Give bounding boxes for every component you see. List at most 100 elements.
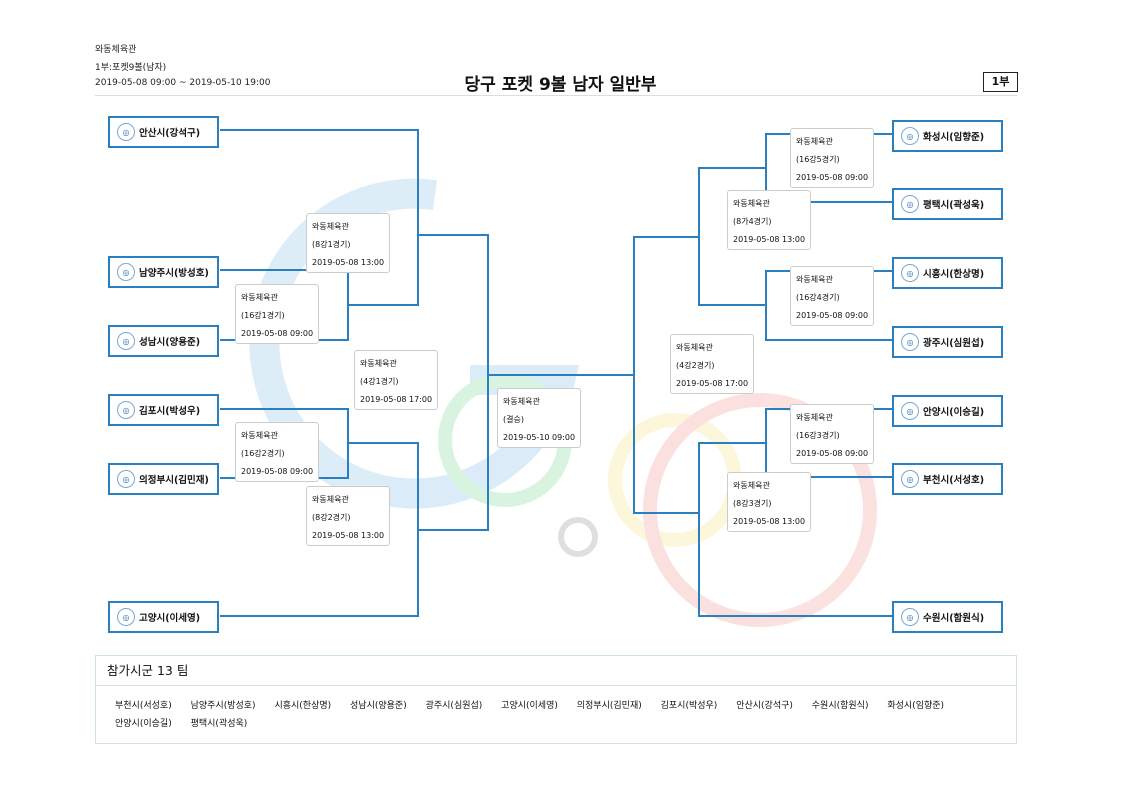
city-emblem-icon: ◎ <box>901 127 919 145</box>
city-emblem-icon: ◎ <box>117 332 135 350</box>
match-sf-2[interactable]: 와동체육관 (4강2경기) 2019-05-08 17:00 <box>670 334 754 394</box>
participant-item: 안양시(이승길) <box>115 719 172 729</box>
participant-item: 광주시(심원섭) <box>425 701 483 711</box>
participants-heading: 참가시군 13 팀 <box>96 656 1016 686</box>
period-label: 2019-05-08 09:00 ~ 2019-05-10 19:00 <box>95 78 271 88</box>
line-qf3 <box>698 442 892 617</box>
match-qf-1[interactable]: 와동체육관 (8강1경기) 2019-05-08 13:00 <box>306 213 390 273</box>
participant-item: 의정부시(김민재) <box>576 701 642 711</box>
team-name: 부천시(서성호) <box>923 475 985 486</box>
match-qf-3[interactable]: 와동체육관 (8강3경기) 2019-05-08 13:00 <box>727 472 811 532</box>
participant-item: 화성시(임향준) <box>887 701 945 711</box>
participant-item: 수원시(함원식) <box>811 701 869 711</box>
match-r16-5[interactable]: 와동체육관 (16강5경기) 2019-05-08 09:00 <box>790 128 874 188</box>
match-venue: 와동체육관 <box>733 199 770 208</box>
team-siheung[interactable]: ◎ 시흥시(한상명) <box>892 257 1003 289</box>
match-qf-4[interactable]: 와동체육관 (8가4경기) 2019-05-08 13:00 <box>727 190 811 250</box>
match-r16-1[interactable]: 와동체육관 (16강1경기) 2019-05-08 09:00 <box>235 284 319 344</box>
match-sf-1[interactable]: 와동체육관 (4강1경기) 2019-05-08 17:00 <box>354 350 438 410</box>
match-venue: 와동체육관 <box>503 397 540 406</box>
match-venue: 와동체육관 <box>676 343 713 352</box>
city-emblem-icon: ◎ <box>901 608 919 626</box>
team-goyang[interactable]: ◎ 고양시(이세영) <box>108 601 219 633</box>
team-seongnam[interactable]: ◎ 성남시(양용준) <box>108 325 219 357</box>
team-gimpo[interactable]: ◎ 김포시(박성우) <box>108 394 219 426</box>
team-bucheon[interactable]: ◎ 부천시(서성호) <box>892 463 1003 495</box>
match-round: (결승) <box>503 415 524 424</box>
team-name: 평택시(곽성욱) <box>923 200 985 211</box>
match-round: (4강2경기) <box>676 361 715 370</box>
team-name: 화성시(임향준) <box>923 132 985 143</box>
city-emblem-icon: ◎ <box>901 195 919 213</box>
match-round: (16강5경기) <box>796 155 840 164</box>
line-sf2 <box>633 236 699 514</box>
team-gwangju[interactable]: ◎ 광주시(심원섭) <box>892 326 1003 358</box>
city-emblem-icon: ◎ <box>117 123 135 141</box>
match-final[interactable]: 와동체육관 (결승) 2019-05-10 09:00 <box>497 388 581 448</box>
participant-item: 시흥시(한상명) <box>274 701 332 711</box>
match-r16-3[interactable]: 와동체육관 (16강3경기) 2019-05-08 09:00 <box>790 404 874 464</box>
match-round: (16강3경기) <box>796 431 840 440</box>
division-label: 1부:포켓9볼(남자) <box>95 63 167 73</box>
match-time: 2019-05-08 13:00 <box>312 258 385 267</box>
match-venue: 와동체육관 <box>796 275 833 284</box>
match-venue: 와동체육관 <box>360 359 397 368</box>
team-namyangju[interactable]: ◎ 남양주시(방성호) <box>108 256 219 288</box>
team-name: 남양주시(방성호) <box>139 268 209 279</box>
team-hwaseong[interactable]: ◎ 화성시(임향준) <box>892 120 1003 152</box>
city-emblem-icon: ◎ <box>901 470 919 488</box>
city-emblem-icon: ◎ <box>117 608 135 626</box>
match-round: (16강2경기) <box>241 449 285 458</box>
team-suwon[interactable]: ◎ 수원시(함원식) <box>892 601 1003 633</box>
match-venue: 와동체육관 <box>733 481 770 490</box>
participants-panel: 참가시군 13 팀 부천시(서성호) 남양주시(방성호) 시흥시(한상명) 성남… <box>95 655 1017 744</box>
match-r16-2[interactable]: 와동체육관 (16강2경기) 2019-05-08 09:00 <box>235 422 319 482</box>
match-venue: 와동체육관 <box>312 495 349 504</box>
city-emblem-icon: ◎ <box>901 264 919 282</box>
header-divider <box>95 95 1017 96</box>
match-time: 2019-05-08 09:00 <box>241 329 314 338</box>
participant-item: 부천시(서성호) <box>115 701 172 711</box>
team-uijeongbu[interactable]: ◎ 의정부시(김민재) <box>108 463 219 495</box>
division-badge: 1부 <box>983 72 1018 92</box>
line-sf1 <box>418 374 634 531</box>
team-name: 성남시(양용준) <box>139 337 201 348</box>
venue-label: 와동체육관 <box>95 45 137 55</box>
participant-item: 성남시(양용준) <box>350 701 407 711</box>
match-venue: 와동체육관 <box>796 137 833 146</box>
match-qf-2[interactable]: 와동체육관 (8강2경기) 2019-05-08 13:00 <box>306 486 390 546</box>
match-round: (8강1경기) <box>312 240 351 249</box>
match-venue: 와동체육관 <box>796 413 833 422</box>
team-name: 고양시(이세영) <box>139 613 201 624</box>
team-anyang[interactable]: ◎ 안양시(이승길) <box>892 395 1003 427</box>
match-venue: 와동체육관 <box>241 431 278 440</box>
city-emblem-icon: ◎ <box>901 402 919 420</box>
team-name: 수원시(함원식) <box>923 613 985 624</box>
match-round: (16강4경기) <box>796 293 840 302</box>
match-time: 2019-05-08 09:00 <box>796 449 869 458</box>
city-emblem-icon: ◎ <box>117 263 135 281</box>
match-round: (16강1경기) <box>241 311 285 320</box>
participant-item: 고양시(이세영) <box>501 701 558 711</box>
match-time: 2019-05-08 13:00 <box>312 531 385 540</box>
participant-item: 김포시(박성우) <box>660 701 718 711</box>
participant-item: 남양주시(방성호) <box>190 701 256 711</box>
match-time: 2019-05-08 09:00 <box>241 467 314 476</box>
team-name: 안산시(강석구) <box>139 128 201 139</box>
participants-list: 부천시(서성호) 남양주시(방성호) 시흥시(한상명) 성남시(양용준) 광주시… <box>96 686 1005 733</box>
match-r16-4[interactable]: 와동체육관 (16강4경기) 2019-05-08 09:00 <box>790 266 874 326</box>
city-emblem-icon: ◎ <box>117 470 135 488</box>
match-time: 2019-05-10 09:00 <box>503 433 576 442</box>
participant-item: 안산시(강석구) <box>736 701 793 711</box>
page-title: 당구 포켓 9볼 남자 일반부 <box>464 75 657 95</box>
city-emblem-icon: ◎ <box>901 333 919 351</box>
city-emblem-icon: ◎ <box>117 401 135 419</box>
match-time: 2019-05-08 09:00 <box>796 311 869 320</box>
match-time: 2019-05-08 13:00 <box>733 235 806 244</box>
participant-item: 평택시(곽성욱) <box>190 719 248 729</box>
team-pyeongtaek[interactable]: ◎ 평택시(곽성욱) <box>892 188 1003 220</box>
team-name: 안양시(이승길) <box>923 407 985 418</box>
match-time: 2019-05-08 09:00 <box>796 173 869 182</box>
line-ansan <box>220 129 419 306</box>
team-ansan[interactable]: ◎ 안산시(강석구) <box>108 116 219 148</box>
